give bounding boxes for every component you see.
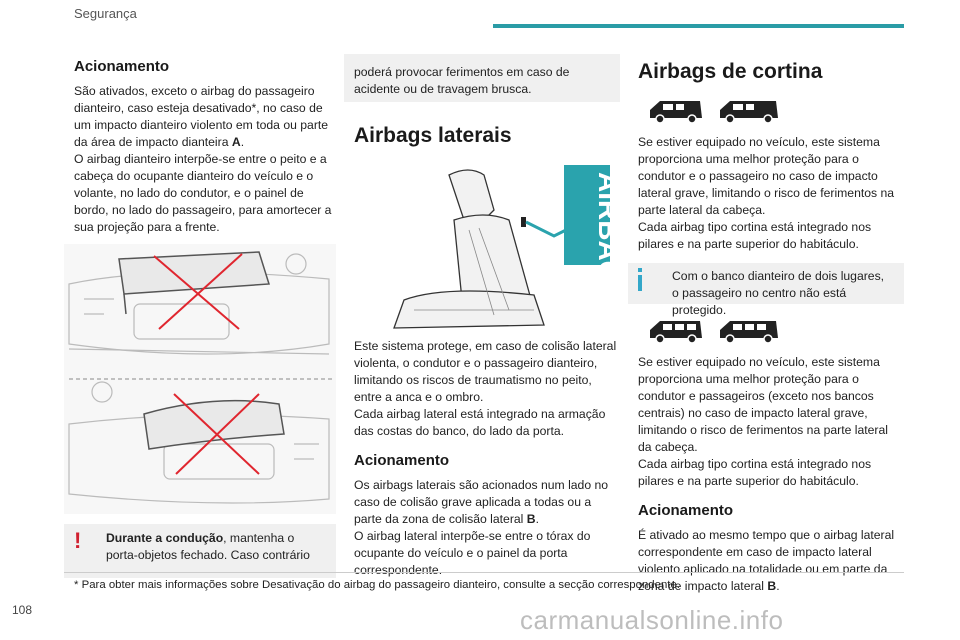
text-run: . <box>776 579 780 593</box>
paragraph-curtain-protection-1: Se estiver equipado no veículo, este sis… <box>638 135 895 217</box>
seat-airbag-illustration: AIRBAG <box>344 160 624 330</box>
paragraph-curtain-protection-2: Se estiver equipado no veículo, este sis… <box>638 355 888 454</box>
van-crew-short-icon <box>650 321 702 344</box>
airbag-banner-label: AIRBAG <box>593 172 620 282</box>
paragraph-side-location: Cada airbag lateral está integrado na ar… <box>354 407 606 438</box>
continued-warning-box: poderá provocar ferimentos em caso de ac… <box>344 54 620 102</box>
text-run: . <box>535 512 539 526</box>
seat-airbag-marker <box>521 217 526 227</box>
van-long-icon <box>720 101 778 124</box>
info-box: Com o banco dianteiro de dois lugares, o… <box>628 263 904 317</box>
zone-b-label: B <box>767 579 777 593</box>
van-icons-row-2 <box>646 318 904 344</box>
heading-airbags-cortina: Airbags de cortina <box>638 60 823 83</box>
seat-illustration-svg: AIRBAG <box>393 165 624 329</box>
text-run: . <box>240 135 245 149</box>
van-short-icon <box>650 101 702 124</box>
dashboard-illustration-svg <box>64 244 336 514</box>
warning-box: ! Durante a condução, mantenha o porta-o… <box>64 524 336 578</box>
paragraph-side-activation: Os airbags laterais são acionados num la… <box>354 477 620 528</box>
column-left: Acionamento São ativados, exceto o airba… <box>64 50 336 578</box>
dashboard-airbag-illustration <box>64 244 336 514</box>
header-accent-bar <box>493 24 904 28</box>
footnote: * Para obter mais informações sobre Desa… <box>74 579 680 591</box>
paragraph-front-activation: São ativados, exceto o airbag do passage… <box>74 83 336 151</box>
text-run: São ativados, exceto o airbag do passage… <box>74 84 329 149</box>
paragraph-curtain-location-2: Cada airbag tipo cortina está integrado … <box>638 457 872 488</box>
watermark: carmanualsonline.info <box>520 605 784 635</box>
heading-airbags-laterais: Airbags laterais <box>354 124 512 147</box>
heading-acionamento-3: Acionamento <box>638 502 734 519</box>
column-middle: poderá provocar ferimentos em caso de ac… <box>344 50 624 579</box>
column-right: Airbags de cortina Se estiver equipado n… <box>628 50 904 595</box>
heading-acionamento-2: Acionamento <box>354 452 450 469</box>
info-icon <box>638 268 642 292</box>
zone-a-label: A <box>231 135 241 149</box>
airbag-banner <box>564 165 610 265</box>
warning-bold: Durante a condução <box>106 531 224 545</box>
paragraph-front-airbag: O airbag dianteiro interpõe-se entre o p… <box>74 152 332 234</box>
warning-icon: ! <box>74 528 82 553</box>
zone-b-label: B <box>526 512 536 526</box>
paragraph-curtain-location-1: Cada airbag tipo cortina está integrado … <box>638 220 872 251</box>
paragraph-side-interpose: O airbag lateral interpõe-se entre o tór… <box>354 529 591 577</box>
continued-warning-text: poderá provocar ferimentos em caso de ac… <box>354 65 570 96</box>
van-crew-long-icon <box>720 321 778 344</box>
van-icons-row-1 <box>646 98 904 124</box>
page-number: 108 <box>12 603 33 617</box>
heading-acionamento-1: Acionamento <box>74 58 170 75</box>
warning-text: Durante a condução, mantenha o porta-obj… <box>106 530 326 564</box>
text-run: Os airbags laterais são acionados num la… <box>354 478 609 526</box>
paragraph-side-protection: Este sistema protege, em caso de colisão… <box>354 339 617 404</box>
footnote-divider <box>64 572 904 573</box>
info-text: Com o banco dianteiro de dois lugares, o… <box>672 269 885 317</box>
section-label: Segurança <box>74 6 137 21</box>
warning-rest: , mantenha o porta-objetos fechado. Caso… <box>106 531 310 562</box>
